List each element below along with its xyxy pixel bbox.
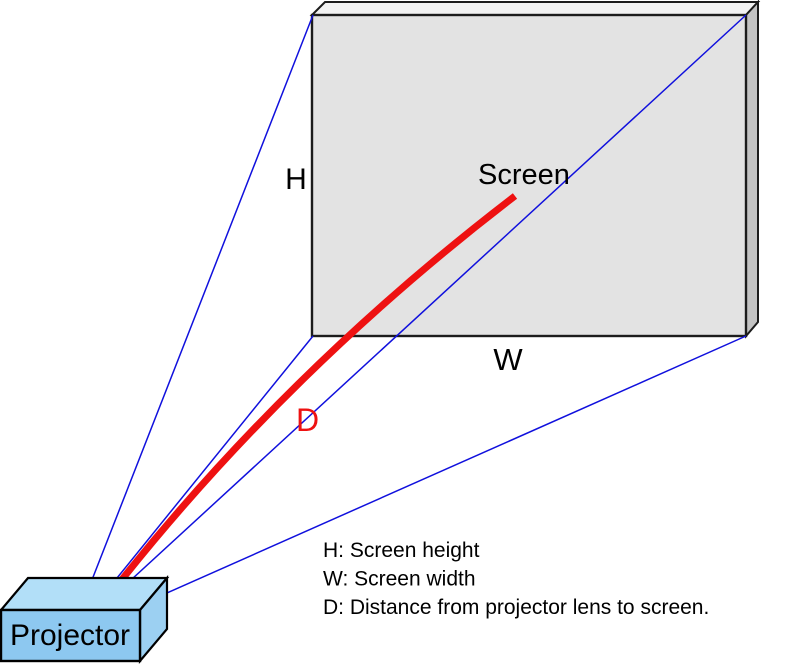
distance-label: D bbox=[296, 402, 319, 438]
legend: H: Screen height W: Screen width D: Dist… bbox=[323, 539, 709, 619]
legend-line-width: W: Screen width bbox=[323, 568, 476, 591]
legend-line-height: H: Screen height bbox=[323, 539, 480, 562]
projection-beams bbox=[69, 14, 747, 637]
screen-right-face bbox=[745, 0, 759, 339]
projector-label: Projector bbox=[10, 619, 130, 652]
projector bbox=[0, 574, 170, 665]
beam-line-top-left bbox=[69, 14, 314, 637]
legend-line-distance: D: Distance from projector lens to scree… bbox=[323, 596, 709, 619]
beam-line-top-right bbox=[69, 14, 747, 637]
distance-line bbox=[109, 193, 518, 595]
screen-height-label: H bbox=[285, 163, 307, 196]
screen-top-face bbox=[309, 0, 761, 16]
projector-top-face bbox=[0, 576, 170, 612]
projector-front-face bbox=[0, 608, 142, 663]
screen-width-label: W bbox=[493, 342, 523, 377]
screen-front-face bbox=[310, 13, 748, 338]
screen-label: Screen bbox=[478, 159, 570, 191]
beam-line-bottom-right bbox=[69, 335, 747, 637]
screen bbox=[309, 0, 761, 339]
